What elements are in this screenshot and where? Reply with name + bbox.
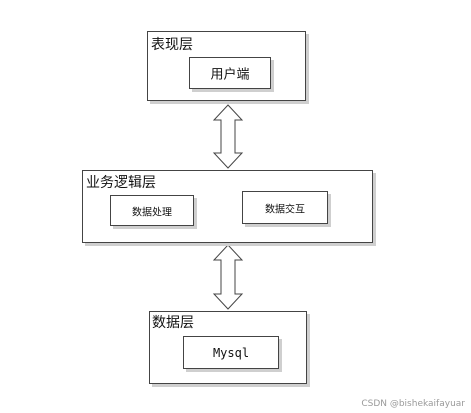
data-layer-title: 数据层 bbox=[152, 315, 194, 331]
presentation-layer-box: 表现层 用户端 bbox=[147, 31, 306, 101]
data-processing-box: 数据处理 bbox=[110, 195, 194, 226]
mysql-box: Mysql bbox=[183, 336, 279, 369]
client-box: 用户端 bbox=[189, 57, 271, 89]
data-processing-label: 数据处理 bbox=[132, 207, 172, 218]
business-layer-title: 业务逻辑层 bbox=[86, 175, 156, 191]
watermark: CSDN @bishekaifayuar bbox=[361, 399, 465, 409]
mysql-label: Mysql bbox=[212, 345, 250, 360]
double-arrow-top bbox=[212, 104, 244, 169]
business-layer-box: 业务逻辑层 数据处理 数据交互 bbox=[82, 170, 373, 243]
client-label: 用户端 bbox=[210, 67, 250, 83]
data-interaction-label: 数据交互 bbox=[265, 204, 305, 215]
presentation-layer-title: 表现层 bbox=[151, 37, 193, 53]
data-interaction-box: 数据交互 bbox=[242, 191, 328, 224]
double-arrow-bottom bbox=[212, 244, 244, 310]
data-layer-box: 数据层 Mysql bbox=[149, 311, 307, 384]
